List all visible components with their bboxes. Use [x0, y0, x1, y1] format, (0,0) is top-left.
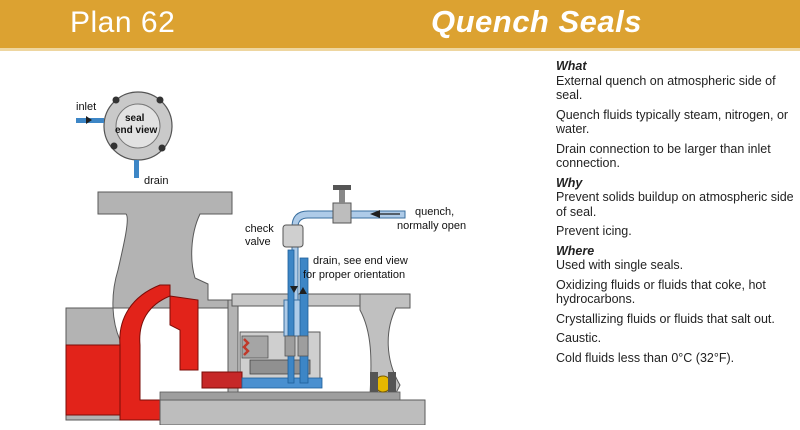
check-valve: [282, 224, 304, 248]
where-item: Caustic.: [556, 331, 602, 345]
seal-housing: [227, 299, 239, 406]
where-item: Used with single seals.: [556, 258, 684, 272]
what-item: External quench on atmospheric side of s…: [556, 73, 776, 103]
check-label: check: [245, 223, 274, 235]
valve-label: valve: [245, 236, 271, 248]
gate-valve: [332, 185, 352, 224]
why-item: Prevent icing.: [556, 224, 632, 238]
bearing-frame: [359, 293, 411, 396]
drain-pipe: [299, 257, 309, 384]
drain-note-label: drain, see end view: [313, 255, 408, 267]
end-view-label: end view: [115, 125, 157, 136]
section-why: Why Prevent solids buildup on atmospheri…: [556, 176, 796, 239]
inlet-label: inlet: [76, 101, 96, 113]
section-where: Where Used with single seals. Oxidizing …: [556, 244, 796, 366]
why-item: Prevent solids buildup on atmospheric si…: [556, 190, 794, 219]
what-item: Quench fluids typically steam, nitrogen,…: [556, 107, 789, 137]
orientation-note-label: for proper orientation: [303, 269, 405, 281]
header-divider: [0, 48, 800, 51]
heading-what: What: [556, 59, 587, 73]
seal-end-view: [76, 91, 173, 178]
plan-title: Plan 62: [70, 6, 176, 39]
info-panel: What External quench on atmospheric side…: [556, 58, 796, 418]
where-item: Crystallizing fluids or fluids that salt…: [556, 311, 775, 326]
normally-open-label: normally open: [397, 220, 466, 232]
header-bar: Plan 62 Quench Seals: [0, 0, 800, 48]
what-item: Drain connection to be larger than inlet…: [556, 141, 771, 171]
section-what: What External quench on atmospheric side…: [556, 59, 796, 171]
drain-label: drain: [144, 175, 168, 187]
quench-seal-diagram: seal end view inlet drain check valve qu…: [0, 51, 545, 426]
quench-label: quench,: [415, 206, 454, 218]
shaft: [159, 399, 426, 426]
page-title: Quench Seals: [430, 4, 642, 39]
heading-why: Why: [556, 175, 583, 190]
impeller-hub: [65, 344, 121, 416]
seal-label: seal: [125, 113, 145, 124]
where-item: Oxidizing fluids or fluids that coke, ho…: [556, 277, 766, 307]
where-item: Cold fluids less than 0°C (32°F).: [556, 350, 735, 365]
heading-where: Where: [556, 243, 595, 258]
